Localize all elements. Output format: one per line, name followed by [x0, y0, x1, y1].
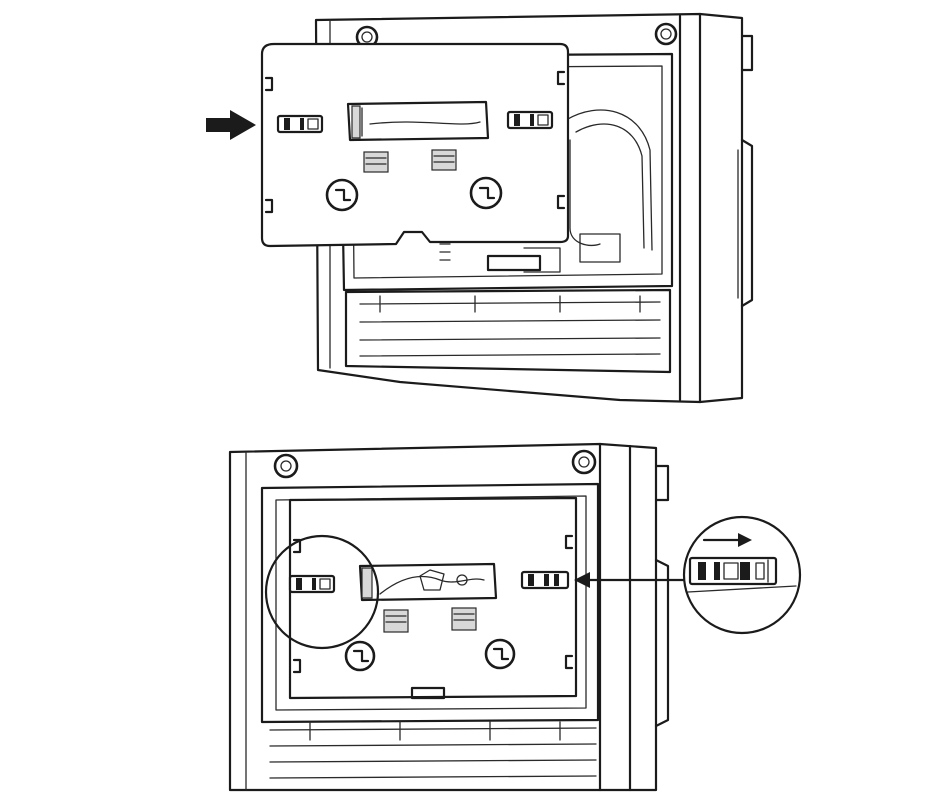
mounting-screw-icon	[344, 640, 376, 672]
right-latch	[506, 110, 554, 130]
highlight-circle	[264, 534, 380, 650]
housing-screw-icon	[273, 453, 299, 479]
cover-plate	[260, 42, 570, 272]
bottom-panel	[228, 442, 802, 792]
push-right-arrow-icon	[206, 110, 256, 140]
terminal-icon	[383, 609, 409, 633]
top-panel	[206, 12, 754, 404]
terminal-icon	[363, 151, 389, 173]
mounting-screw-icon	[469, 176, 503, 210]
slide-right-arrow-icon	[702, 533, 752, 547]
right-latch	[520, 570, 570, 590]
housing-screw-icon	[654, 22, 678, 46]
enclosure-housing	[314, 12, 754, 404]
left-latch	[288, 574, 336, 594]
terminal-icon	[431, 149, 457, 171]
left-latch	[276, 114, 324, 134]
terminal-icon	[451, 607, 477, 631]
housing-screw-icon	[571, 449, 597, 475]
enclosure-housing	[228, 442, 670, 792]
mounting-screw-icon	[484, 638, 516, 670]
mounting-screw-icon	[325, 178, 359, 212]
magnified-latch-detail	[682, 515, 802, 635]
cover-plate	[288, 496, 578, 700]
callout-leader-arrow	[574, 572, 692, 588]
